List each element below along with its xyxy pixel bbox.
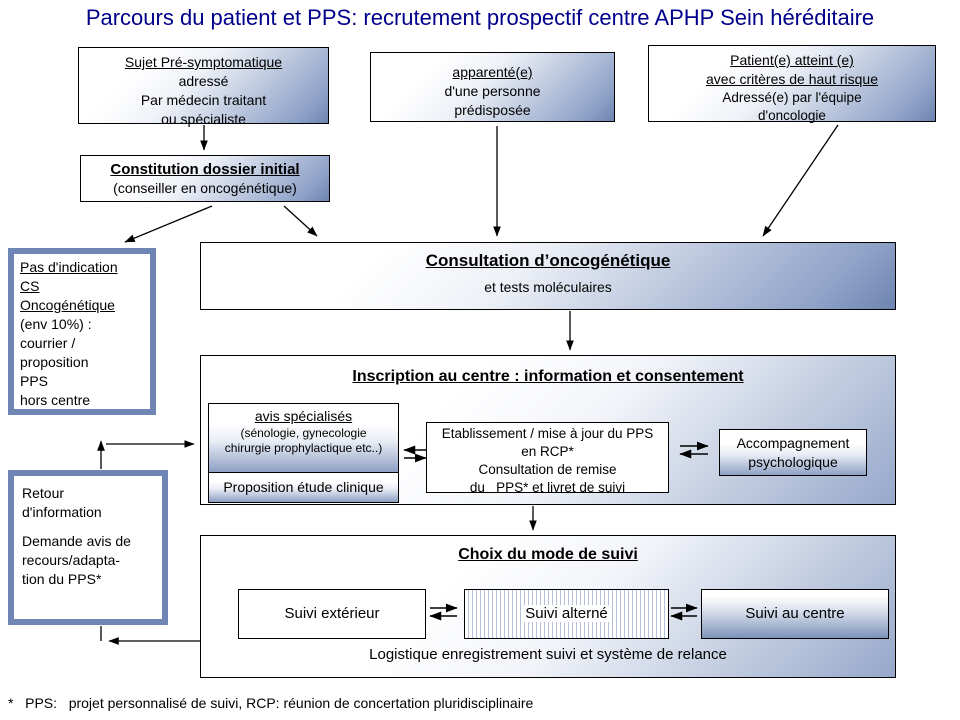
node-pas-indication-line: (env 10%) : (20, 316, 92, 332)
node-choix-title: Choix du mode de suivi (458, 546, 638, 563)
page-title: Parcours du patient et PPS: recrutement … (85, 5, 875, 30)
node-avis-title: avis spécialisés (254, 408, 353, 424)
arrow-dossier-to-consultation-icon (283, 205, 318, 237)
node-dossier-line: (conseiller en oncogénétique) (113, 180, 297, 196)
node-presymptomatic-line: ou spécialiste (161, 111, 246, 127)
node-suivi-alterne-label: Suivi alterné (521, 605, 612, 622)
footnote: * PPS: projet personnalisé de suivi, RCP… (8, 695, 534, 711)
node-accompagnement-line: Accompagnement (736, 435, 850, 451)
node-consultation-title: Consultation d’oncogénétique (425, 251, 671, 270)
node-logistique-label: Logistique enregistrement suivi et systè… (369, 646, 727, 663)
node-etablissement-pps: Etablissement / mise à jour du PPS en RC… (426, 422, 669, 495)
node-presymptomatic: Sujet Pré-symptomatique adressé Par méde… (78, 47, 329, 127)
node-patient-atteint: Patient(e) atteint (e) avec critères de … (648, 45, 936, 123)
node-patient-line: d'oncologie (758, 108, 826, 123)
node-consultation-subtitle: et tests moléculaires (484, 279, 612, 295)
node-retour-line: recours/adapta- (22, 552, 121, 568)
node-retour-line: d'information (22, 504, 102, 520)
node-suivi-exterieur: Suivi extérieur (238, 589, 426, 639)
node-pas-indication-line: courrier / (20, 335, 76, 351)
node-suivi-alterne: Suivi alterné (464, 589, 669, 639)
node-patient-line: Adressé(e) par l'équipe (722, 90, 862, 105)
node-presymptomatic-title: Sujet Pré-symptomatique (124, 54, 283, 70)
node-etablissement-line: Etablissement / mise à jour du PPS (441, 426, 654, 441)
node-accompagnement-line: psychologique (748, 454, 838, 470)
node-pas-indication-line: Pas d'indication (20, 259, 118, 275)
node-presymptomatic-line: adressé (178, 73, 229, 89)
node-proposition-label: Proposition étude clinique (223, 479, 384, 495)
node-dossier-title: Constitution dossier initial (110, 161, 300, 178)
node-proposition-etude: Proposition étude clinique (208, 472, 399, 503)
node-suivi-centre-label: Suivi au centre (745, 605, 845, 622)
node-accompagnement: Accompagnement psychologique (719, 429, 867, 476)
node-avis-line: (sénologie, gynecologie (240, 426, 367, 440)
node-pas-indication-line: PPS (20, 373, 49, 389)
node-retour-information: Retour d'information Demande avis de rec… (8, 470, 168, 625)
node-etablissement-line: Consultation de remise (478, 462, 617, 477)
node-inscription: Inscription au centre : information et c… (200, 355, 896, 505)
node-patient-title: Patient(e) atteint (e) (730, 52, 854, 68)
node-choix-suivi: Choix du mode de suivi Suivi extérieur S… (200, 535, 896, 678)
arrow-dossier-to-pas-indication-icon (124, 205, 213, 243)
node-apparente-line: d'une personne (444, 83, 541, 99)
node-pas-indication-line: proposition (20, 354, 89, 370)
node-etablissement-line: en RCP* (521, 444, 574, 459)
node-pas-indication-line: CS (20, 278, 40, 294)
node-pas-indication: Pas d'indication CS Oncogénétique (env 1… (8, 248, 156, 415)
node-suivi-exterieur-label: Suivi extérieur (284, 605, 380, 622)
node-consultation: Consultation d’oncogénétique et tests mo… (200, 242, 896, 310)
node-avis-specialises: avis spécialisés (sénologie, gynecologie… (208, 403, 399, 473)
node-etablissement-line: du PPS* et livret de suivi (469, 480, 626, 495)
node-apparente-title: apparenté(e) (452, 64, 533, 80)
node-patient-title2: avec critères de haut risque (706, 71, 878, 87)
node-apparente: apparenté(e) d'une personne prédisposée (370, 52, 615, 122)
node-suivi-centre: Suivi au centre (701, 589, 889, 639)
node-inscription-title: Inscription au centre : information et c… (352, 368, 744, 385)
node-pas-indication-line: Oncogénétique (20, 297, 115, 313)
node-apparente-line: prédisposée (454, 102, 531, 118)
node-retour-line: tion du PPS* (22, 571, 102, 587)
node-retour-line: Retour (22, 485, 65, 501)
arrow-patient-to-consultation-icon (762, 124, 839, 237)
node-presymptomatic-line: Par médecin traitant (140, 92, 267, 108)
node-dossier-initial: Constitution dossier initial (conseiller… (80, 155, 330, 202)
node-avis-line: chirurgie prophylactique etc..) (224, 441, 383, 455)
node-pas-indication-line: hors centre (20, 392, 91, 408)
node-retour-line: Demande avis de (22, 533, 131, 549)
